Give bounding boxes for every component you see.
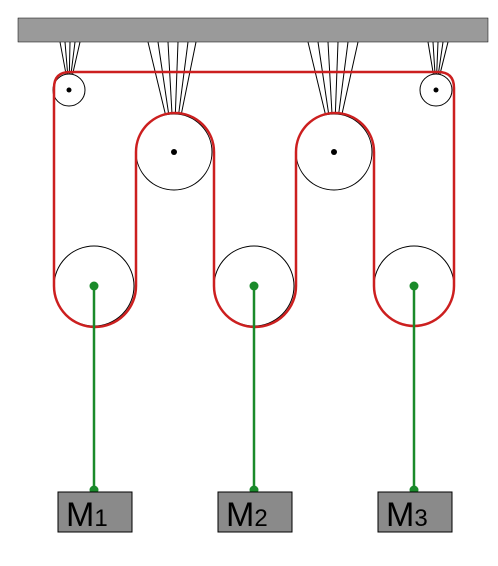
mass-hangers <box>92 286 416 490</box>
mass-1-letter: M <box>66 496 94 534</box>
svg-text:M3: M3 <box>386 496 428 534</box>
mass-3: M3 <box>377 491 453 534</box>
mass-1-index: 1 <box>94 505 107 532</box>
mass-2-letter: M <box>226 496 254 534</box>
ceiling <box>17 17 489 43</box>
pulley-axles <box>66 87 439 155</box>
mass-3-box <box>377 491 453 533</box>
mass-2-index: 2 <box>254 505 267 532</box>
mass-2-box <box>217 491 293 533</box>
mass-2: M2 <box>217 491 293 534</box>
pulley-supports <box>59 41 449 151</box>
mass-1: M1 <box>57 491 133 534</box>
mass-1-box <box>57 491 133 533</box>
mass-3-index: 3 <box>414 505 427 532</box>
svg-text:M1: M1 <box>66 496 108 534</box>
svg-text:M2: M2 <box>226 496 268 534</box>
mass-3-letter: M <box>386 496 414 534</box>
